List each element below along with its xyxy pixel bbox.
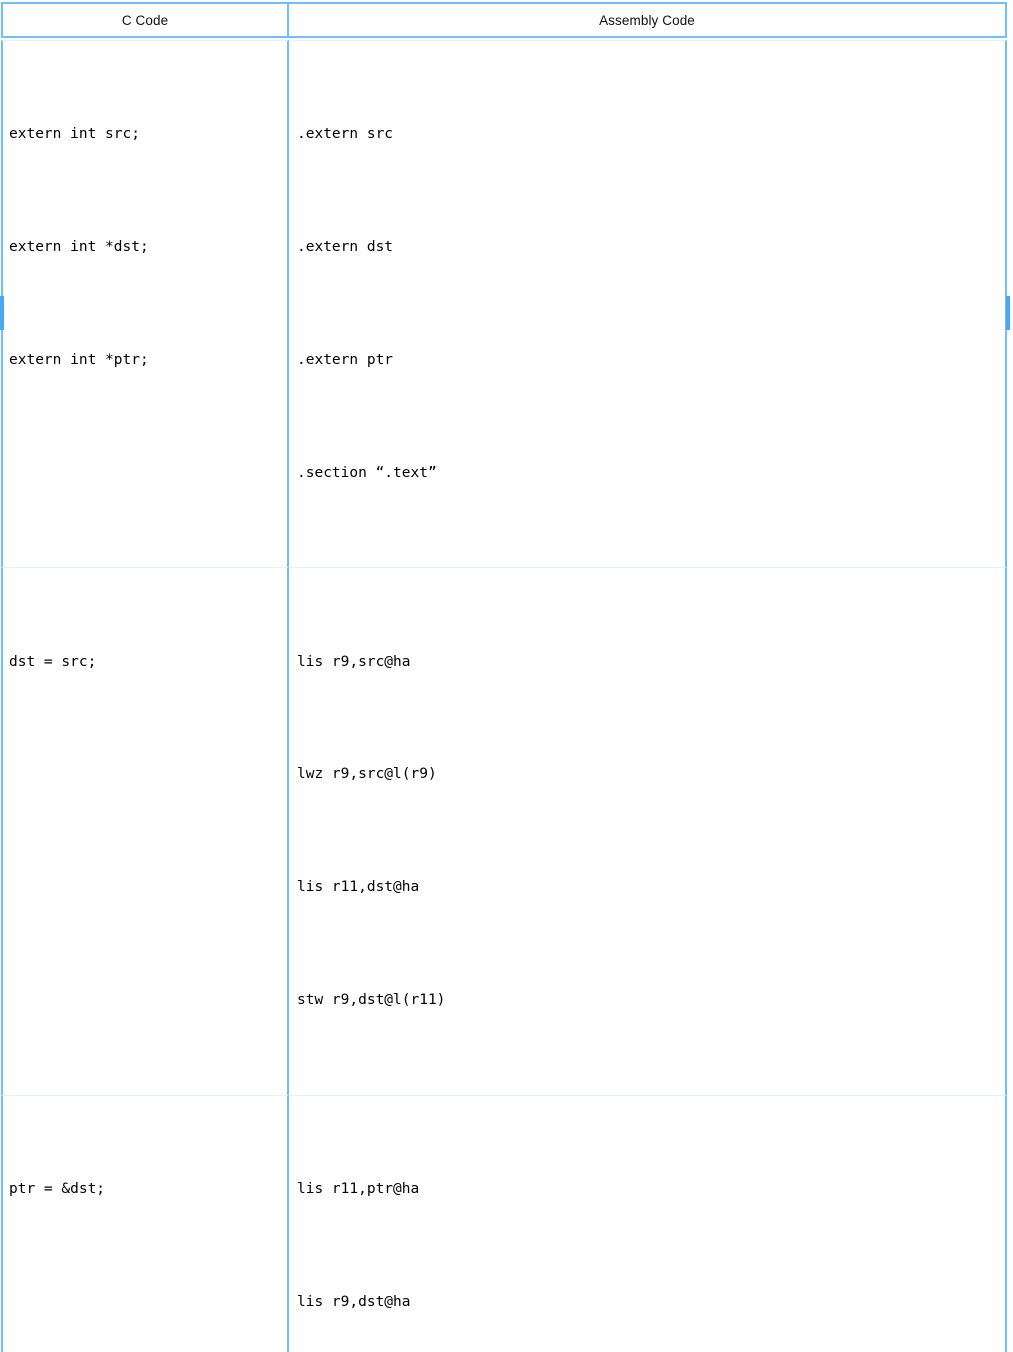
- c-code-line-blank: [9, 455, 287, 493]
- cell-assembly-code: .extern src .extern dst .extern ptr .sec…: [289, 40, 1007, 568]
- table-row: dst = src; lis r9,src@ha lwz r9,src@l(r9…: [1, 567, 1007, 1095]
- c-code-lines: ptr = &dst;: [3, 1096, 287, 1352]
- assembly-code-line: lwz r9,src@l(r9): [297, 766, 437, 783]
- cell-c-code: ptr = &dst;: [1, 1094, 289, 1352]
- assembly-code-line: lis r11,dst@ha: [297, 879, 420, 896]
- assembly-code-line: .extern ptr: [297, 351, 394, 368]
- c-code-lines: extern int src; extern int *dst; extern …: [3, 41, 287, 567]
- table-row: extern int src; extern int *dst; extern …: [1, 40, 1007, 568]
- assembly-code-line: stw r9,dst@l(r11): [297, 991, 446, 1008]
- assembly-code-line: lis r11,ptr@ha: [297, 1180, 420, 1197]
- cell-c-code: dst = src;: [1, 567, 289, 1095]
- cell-c-code: extern int src; extern int *dst; extern …: [1, 40, 289, 568]
- row-boundary-tick-right: [1006, 296, 1010, 330]
- c-code-line-blank: [9, 869, 287, 907]
- column-header-c-code: C Code: [1, 2, 289, 38]
- table-row: ptr = &dst; lis r11,ptr@ha lis r9,dst@ha…: [1, 1094, 1007, 1352]
- assembly-code-line: .extern dst: [297, 238, 394, 255]
- column-header-assembly-code: Assembly Code: [289, 2, 1007, 38]
- cell-assembly-code: lis r11,ptr@ha lis r9,dst@ha la r9,dst@l…: [289, 1094, 1007, 1352]
- c-code-line: extern int *ptr;: [9, 351, 149, 368]
- c-code-line: extern int src;: [9, 126, 140, 143]
- assembly-code-lines: lis r11,ptr@ha lis r9,dst@ha la r9,dst@l…: [289, 1096, 1005, 1352]
- cell-assembly-code: lis r9,src@ha lwz r9,src@l(r9) lis r11,d…: [289, 567, 1007, 1095]
- assembly-code-line: lis r9,dst@ha: [297, 1293, 411, 1310]
- assembly-code-line: .section “.text”: [297, 464, 437, 481]
- assembly-code-lines: lis r9,src@ha lwz r9,src@l(r9) lis r11,d…: [289, 568, 1005, 1094]
- assembly-code-line: .extern src: [297, 126, 394, 143]
- c-code-line-blank: [9, 1284, 287, 1322]
- assembly-code-line: lis r9,src@ha: [297, 653, 411, 670]
- table-header-row: C Code Assembly Code: [1, 2, 1007, 38]
- c-code-line-blank: [9, 982, 287, 1020]
- row-boundary-tick-left: [0, 296, 4, 330]
- c-code-line-blank: [9, 756, 287, 794]
- c-code-line: dst = src;: [9, 653, 97, 670]
- c-code-line: ptr = &dst;: [9, 1180, 106, 1197]
- assembly-code-lines: .extern src .extern dst .extern ptr .sec…: [289, 41, 1005, 567]
- c-code-lines: dst = src;: [3, 568, 287, 1094]
- c-code-line: extern int *dst;: [9, 238, 149, 255]
